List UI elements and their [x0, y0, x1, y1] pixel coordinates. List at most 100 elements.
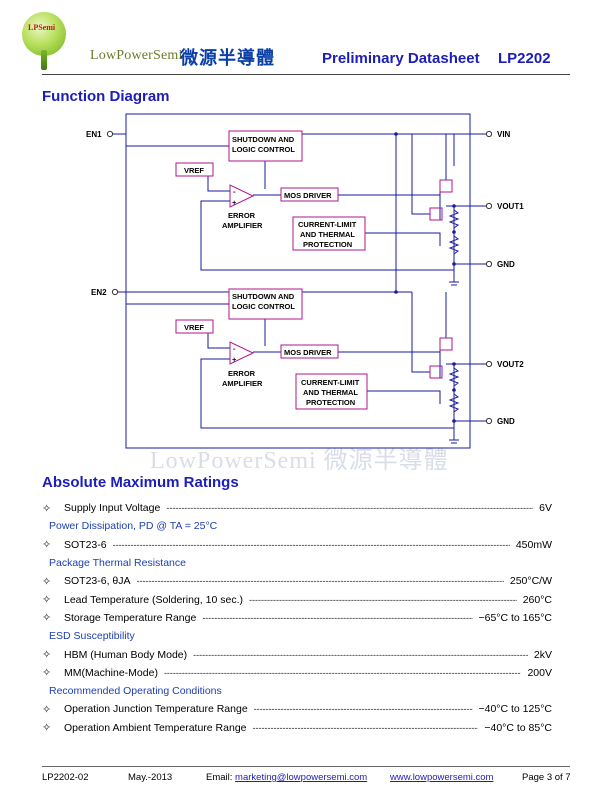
mos-driver-block-2 — [280, 344, 339, 359]
bullet-icon: ✧ — [42, 594, 52, 607]
footer-email-label: Email: — [206, 772, 233, 783]
bullet-icon: ✧ — [42, 667, 52, 680]
dot-leader: ----------------------------------------… — [163, 667, 522, 678]
en1-terminal — [106, 130, 114, 138]
vin-terminal — [485, 130, 493, 138]
function-diagram-heading: Function Diagram — [42, 88, 170, 105]
cl-label-2c: PROTECTION — [306, 398, 355, 407]
rating-row: ✧SOT23-6, θJA---------------------------… — [42, 572, 552, 590]
email-link[interactable]: marketing@lowpowersemi.com — [235, 772, 368, 783]
rating-row: ✧ Lead Temperature (Soldering, 10 sec.) --… — [42, 590, 552, 608]
minus-1: - — [233, 187, 236, 196]
footer-doc-id: LP2202-02 — [42, 772, 89, 783]
dot-leader: ----------------------------------------… — [202, 612, 473, 623]
dot-leader: ----------------------------------------… — [166, 503, 534, 514]
dot-leader: ----------------------------------------… — [136, 576, 504, 587]
pin-gnd2: GND — [497, 417, 515, 426]
shutdown-label-2a: SHUTDOWN AND — [232, 292, 295, 301]
dot-leader: ----------------------------------------… — [112, 539, 510, 550]
rating-value: 6V — [539, 502, 552, 515]
vout1-terminal — [485, 202, 493, 210]
pin-vin: VIN — [497, 130, 511, 139]
error-amp-2 — [229, 341, 255, 365]
rating-row: ✧ Supply Input Voltage -------------------… — [42, 499, 552, 517]
bullet-icon: ✧ — [42, 722, 52, 735]
rating-row: ✧ Operation Junction Temperature Range ---… — [42, 700, 552, 718]
error-amp-1 — [229, 184, 255, 208]
current-limit-block-2 — [295, 373, 368, 410]
rating-label: Supply Input Voltage — [64, 502, 161, 515]
vref-label-2: VREF — [184, 323, 204, 332]
function-diagram: EN1 EN2 VIN VOUT1 GND VOUT2 GND SHUTDOWN… — [86, 113, 524, 449]
rating-value: −40°C to 125°C — [478, 703, 553, 716]
rating-label: Storage Temperature Range — [64, 611, 197, 624]
nmos-1 — [429, 207, 443, 221]
rating-row: ✧SOT23-6--------------------------------… — [42, 536, 552, 554]
en2-terminal — [111, 288, 119, 296]
rating-label: SOT23-6, θJA — [64, 575, 131, 588]
bullet-icon: ✧ — [42, 649, 52, 662]
plus-2: + — [232, 355, 237, 364]
header-divider — [42, 74, 570, 75]
pmos-2 — [439, 337, 453, 351]
website-link[interactable]: www.lowpowersemi.com — [390, 772, 494, 783]
dot-leader: ----------------------------------------… — [253, 704, 473, 715]
cl-label-2b: AND THERMAL — [303, 388, 358, 397]
current-limit-block-1 — [292, 216, 366, 251]
vref-block-2 — [175, 319, 214, 334]
bullet-icon: ✧ — [42, 502, 52, 515]
cl-label-1a: CURRENT-LIMIT — [298, 220, 357, 229]
rating-value: 260°C — [522, 593, 552, 606]
rating-value: 450mW — [515, 538, 552, 551]
ic-outline — [125, 113, 471, 449]
watermark: LowPowerSemi 微源半導體 — [150, 448, 449, 474]
cl-label-1b: AND THERMAL — [300, 230, 355, 239]
footer-divider — [42, 766, 570, 767]
document-title: Preliminary Datasheet — [322, 50, 480, 67]
bullet-icon: ✧ — [42, 539, 52, 552]
brand-name-cn: 微源半導體 — [180, 48, 275, 68]
err-label-2a: ERROR — [228, 369, 256, 378]
category-heading: Power Dissipation, PD @ TA = 25°C — [49, 520, 218, 533]
bullet-icon: ✧ — [42, 612, 52, 625]
shutdown-label-1a: SHUTDOWN AND — [232, 135, 295, 144]
pin-vout2: VOUT2 — [497, 360, 524, 369]
cl-label-1c: PROTECTION — [303, 240, 352, 249]
part-number: LP2202 — [498, 50, 551, 67]
rating-value: 2kV — [533, 648, 552, 661]
nmos-2 — [429, 365, 443, 379]
shutdown-label-1b: LOGIC CONTROL — [232, 145, 295, 154]
mos-driver-block-1 — [280, 187, 339, 202]
footer-web: www.lowpowersemi.com — [390, 772, 493, 783]
err-label-1a: ERROR — [228, 211, 256, 220]
dot-leader: ----------------------------------------… — [252, 722, 479, 733]
rating-row: ✧HBM (Human Body Mode)------------------… — [42, 645, 552, 663]
ratings-heading: Absolute Maximum Ratings — [42, 474, 239, 491]
category-heading: ESD Susceptibility — [49, 630, 135, 643]
category-heading: Package Thermal Resistance — [49, 557, 186, 570]
rating-label: Operation Ambient Temperature Range — [64, 721, 247, 734]
gnd2-terminal — [485, 417, 493, 425]
vref-label-1: VREF — [184, 166, 204, 175]
pin-gnd1: GND — [497, 260, 515, 269]
logo-text: LPSemi — [28, 23, 56, 32]
pmos-1 — [439, 179, 453, 193]
rating-label: Operation Junction Temperature Range — [64, 703, 248, 716]
rating-label: MM(Machine-Mode) — [64, 666, 158, 679]
rating-row: ✧ Operation Ambient Temperature Range ----… — [42, 719, 552, 737]
mos-label-2: MOS DRIVER — [284, 348, 332, 357]
dot-leader: ----------------------------------------… — [249, 594, 517, 605]
rating-label: Lead Temperature (Soldering, 10 sec.) — [64, 593, 243, 606]
rating-value: −65°C to 165°C — [478, 611, 553, 624]
logo-stem — [41, 50, 47, 70]
footer-email: Email: marketing@lowpowersemi.com — [206, 772, 367, 783]
bullet-icon: ✧ — [42, 703, 52, 716]
footer-date: May.-2013 — [128, 772, 173, 783]
shutdown-label-2b: LOGIC CONTROL — [232, 302, 295, 311]
rating-row: ✧ Storage Temperature Range --------------… — [42, 609, 552, 627]
err-label-2b: AMPLIFIER — [222, 379, 263, 388]
cl-label-2a: CURRENT-LIMIT — [301, 378, 360, 387]
mos-label-1: MOS DRIVER — [284, 191, 332, 200]
footer-page: Page 3 of 7 — [522, 772, 571, 783]
rating-label: HBM (Human Body Mode) — [64, 648, 188, 661]
